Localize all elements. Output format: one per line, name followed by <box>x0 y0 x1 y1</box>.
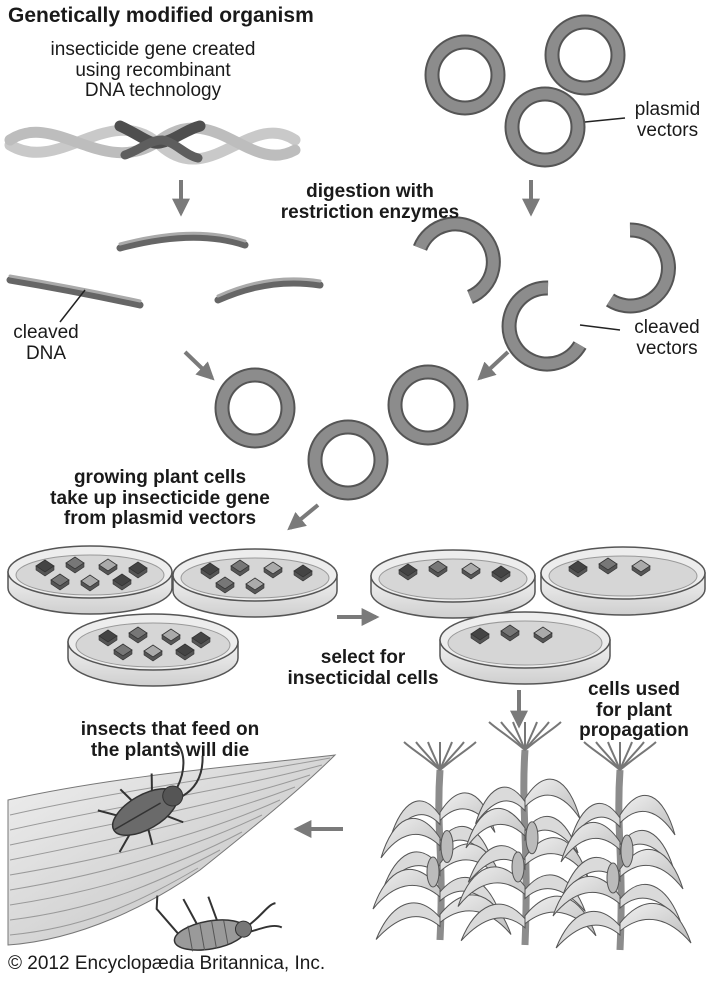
petri-dish-icon <box>541 547 705 615</box>
cleaved-dna-icon <box>10 233 320 305</box>
arrow-icon <box>480 352 508 378</box>
copyright-credit: © 2012 Encyclopædia Britannica, Inc. <box>8 954 325 975</box>
diagram-title: Genetically modified organism <box>8 5 314 28</box>
cleaved-vector-pointer <box>580 325 620 330</box>
plasmid-vectors-label: plasmid vectors <box>620 100 715 141</box>
insecticide-gene-label: insecticide gene created using recombina… <box>8 40 298 102</box>
petri-dish-icon <box>371 550 535 618</box>
arrow-icon <box>185 352 212 378</box>
leaf-icon <box>8 755 335 945</box>
petri-dish-icon <box>68 614 238 686</box>
petri-dish-icon <box>8 546 172 614</box>
corn-plant-icon <box>553 742 691 950</box>
cleaved-vectors-label: cleaved vectors <box>615 318 719 359</box>
select-label: select for insecticidal cells <box>248 648 478 689</box>
plasmid-ring-icon <box>432 22 618 160</box>
propagation-label: cells used for plant propagation <box>548 680 720 742</box>
plasmid-pointer <box>585 118 625 122</box>
cleaved-dna-label: cleaved DNA <box>0 323 92 364</box>
petri-dish-icon <box>173 549 337 617</box>
corn-plants <box>373 722 691 950</box>
uptake-label: growing plant cells take up insecticide … <box>10 468 310 530</box>
dna-helix-icon <box>10 126 295 159</box>
cleaved-dna-pointer <box>60 290 85 322</box>
insects-die-label: insects that feed on the plants will die <box>40 720 300 761</box>
digestion-label: digestion with restriction enzymes <box>240 182 500 223</box>
